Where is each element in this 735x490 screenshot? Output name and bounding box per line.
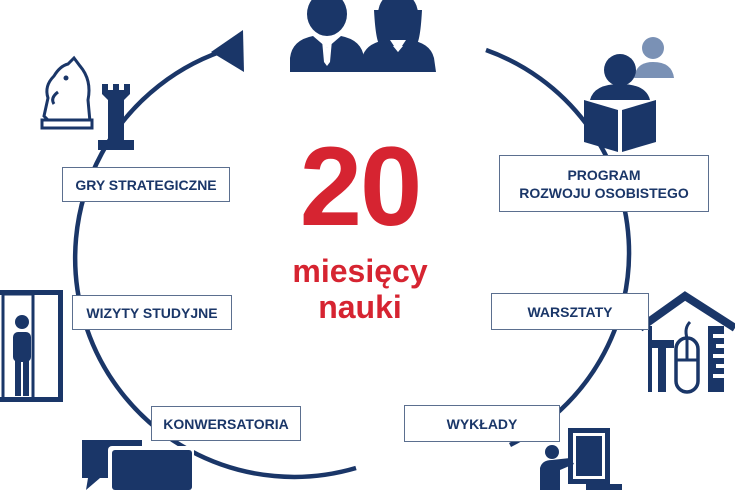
label-gry-text: GRY STRATEGICZNE <box>75 176 217 193</box>
label-konwersatoria-text: KONWERSATORIA <box>163 415 289 432</box>
cycle-arrow-icon <box>211 30 244 72</box>
label-gry-strategiczne: GRY STRATEGICZNE <box>62 167 230 202</box>
label-wizyty-studyjne: WIZYTY STUDYJNE <box>72 295 232 330</box>
label-warsztaty: WARSZTATY <box>491 293 649 330</box>
learning-label: nauki <box>318 289 402 325</box>
label-program-line1: PROGRAM <box>567 166 641 183</box>
house-tools-icon <box>637 291 735 394</box>
label-program-line2: ROZWOJU OSOBISTEGO <box>519 184 689 201</box>
lecture-board-icon <box>540 428 622 490</box>
reading-person-icon <box>584 37 674 152</box>
cycle-arc-right <box>485 47 632 448</box>
label-konwersatoria: KONWERSATORIA <box>151 406 301 441</box>
chat-bubbles-icon <box>82 440 194 490</box>
label-wizyty-text: WIZYTY STUDYJNE <box>86 304 218 321</box>
months-number: 20 <box>299 124 423 249</box>
months-label: miesięcy <box>292 253 428 289</box>
door-person-icon <box>0 290 63 402</box>
label-program-rozwoju: PROGRAM ROZWOJU OSOBISTEGO <box>499 155 709 212</box>
chess-icon <box>40 55 134 150</box>
label-wyklady-text: WYKŁADY <box>446 415 518 432</box>
label-warsztaty-text: WARSZTATY <box>527 303 613 320</box>
students-icon <box>290 0 436 72</box>
label-wyklady: WYKŁADY <box>404 405 560 442</box>
